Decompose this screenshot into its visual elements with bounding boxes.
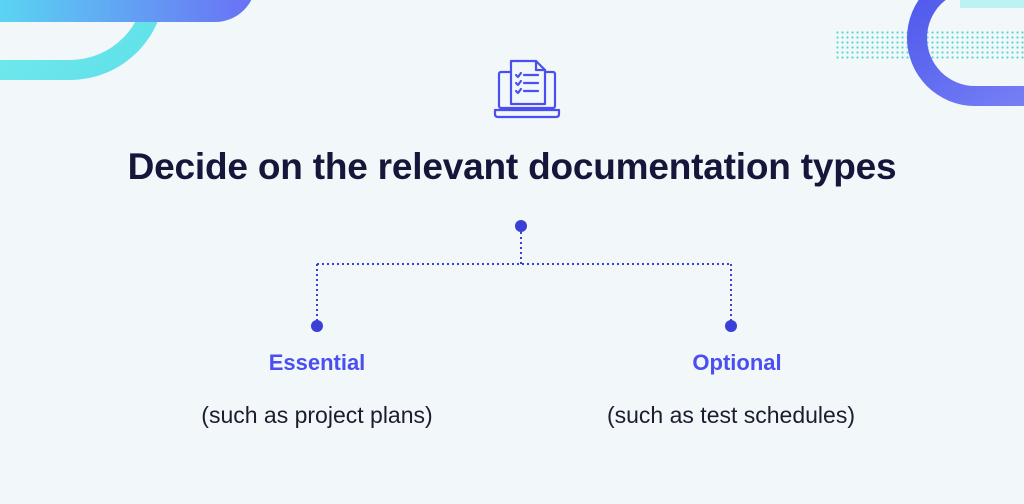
document-checklist-on-laptop-icon bbox=[493, 59, 561, 119]
decor-cyan-ring bbox=[0, 0, 164, 80]
page-title: Decide on the relevant documentation typ… bbox=[127, 146, 897, 187]
branch-heading-essential: Essential bbox=[268, 350, 366, 375]
connector-left-dot bbox=[311, 320, 323, 332]
decor-blue-pill bbox=[0, 0, 252, 22]
connector-root-dot bbox=[515, 220, 527, 232]
branch-heading-optional: Optional bbox=[692, 350, 782, 375]
decor-light-strip bbox=[960, 0, 1024, 8]
connector-right-dot bbox=[725, 320, 737, 332]
branch-description-optional: (such as test schedules) bbox=[606, 402, 855, 428]
decor-blue-ring bbox=[907, 0, 1024, 106]
branch-description-essential: (such as project plans) bbox=[201, 402, 433, 428]
